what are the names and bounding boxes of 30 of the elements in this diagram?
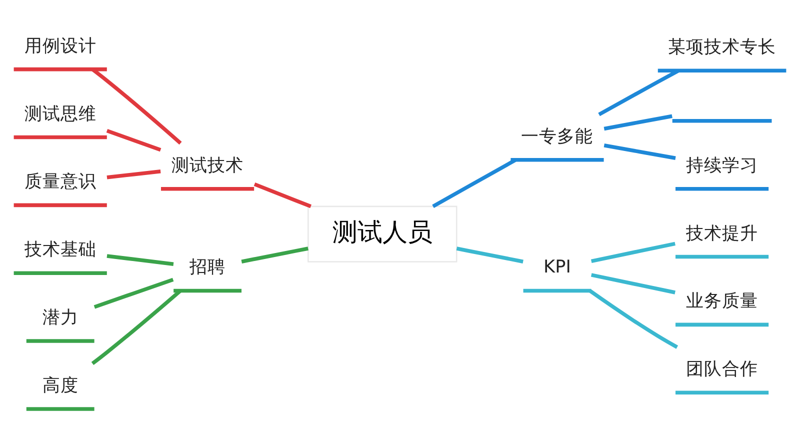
- node-text: 招聘: [190, 257, 226, 278]
- connector: [241, 246, 308, 263]
- node-text: 质量意识: [24, 172, 96, 192]
- connector: [590, 241, 676, 263]
- node-text: 团队合作: [686, 359, 758, 380]
- connector: [106, 128, 162, 152]
- node-text: KPI: [544, 257, 571, 278]
- node-text: 技术提升: [686, 223, 758, 244]
- connector: [590, 272, 676, 294]
- connector: [604, 143, 676, 160]
- node-box: 测试人员: [308, 205, 458, 262]
- node-text: 高度: [42, 375, 78, 396]
- node-text: 用例设计: [24, 36, 96, 56]
- connector: [432, 158, 516, 208]
- node-text: 技术基础: [24, 240, 96, 260]
- connector: [106, 254, 174, 266]
- connector: [604, 114, 672, 130]
- connector: [254, 182, 312, 208]
- connector: [94, 277, 174, 308]
- connector: [456, 246, 524, 263]
- connector: [598, 68, 680, 116]
- node-text: 测试思维: [24, 104, 96, 124]
- node-text: 持续学习: [686, 155, 758, 176]
- node-text: 测试技术: [172, 155, 244, 176]
- connector: [589, 288, 678, 348]
- node-text: 某项技术专长: [668, 37, 776, 58]
- node-text: 潜力: [42, 308, 78, 328]
- node-text: 业务质量: [686, 291, 758, 312]
- connector: [106, 168, 161, 179]
- node-text: 一专多能: [521, 126, 594, 146]
